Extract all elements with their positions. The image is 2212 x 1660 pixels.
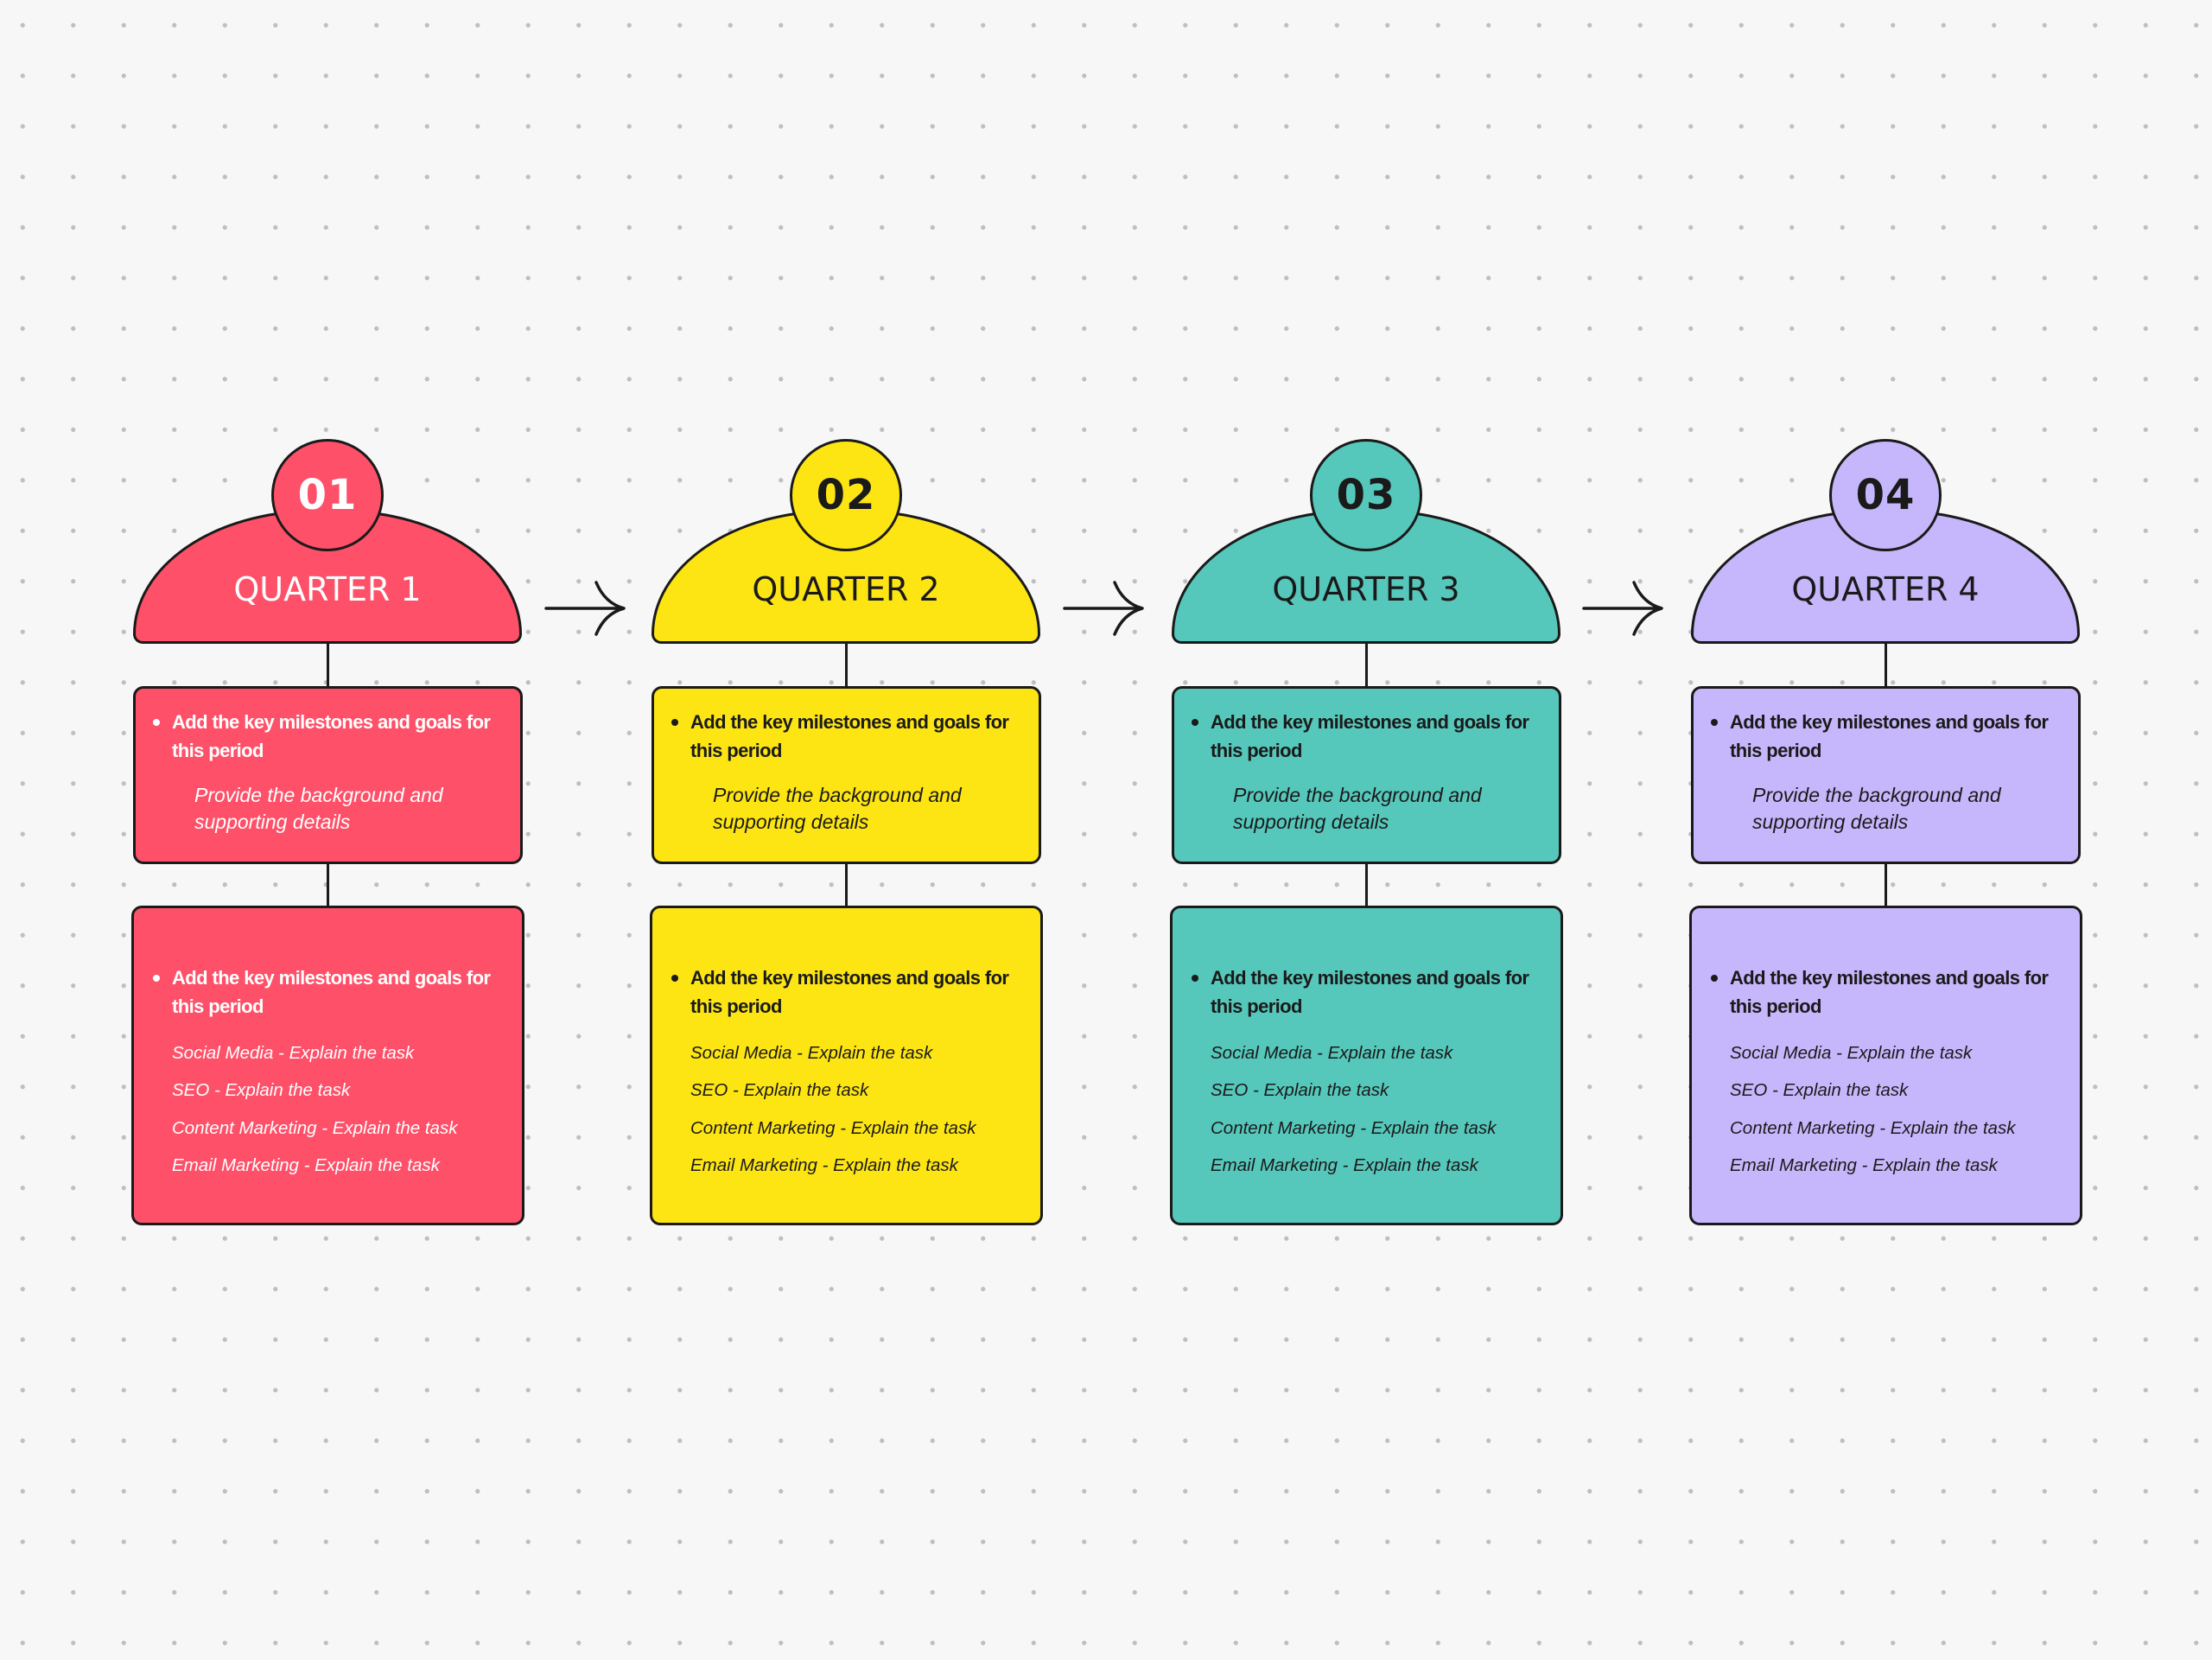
quarter-title: QUARTER 4 (1791, 570, 1980, 608)
task-list: Social Media - Explain the task SEO - Ex… (1730, 1034, 2071, 1184)
milestone-text: Add the key milestones and goals for thi… (690, 967, 1009, 1017)
connector-line (327, 644, 329, 686)
milestone-text: Add the key milestones and goals for thi… (1730, 711, 2049, 761)
quarter-title: QUARTER 1 (233, 570, 422, 608)
bullet-icon (1192, 719, 1198, 726)
task-list: Social Media - Explain the task SEO - Ex… (1211, 1034, 1552, 1184)
task-item: SEO - Explain the task (172, 1080, 351, 1101)
tasks-card: Add the key milestones and goals for thi… (131, 906, 524, 1225)
bullet-icon (153, 975, 160, 982)
task-item: SEO - Explain the task (1730, 1080, 1909, 1101)
detail-text: Provide the background and supporting de… (1233, 784, 1482, 833)
task-item: Email Marketing - Explain the task (1211, 1154, 1478, 1175)
detail-text: Provide the background and supporting de… (713, 784, 962, 833)
right-arrow-icon (544, 581, 626, 636)
detail-text: Provide the background and supporting de… (194, 784, 443, 833)
connector-line (845, 644, 848, 686)
milestone-text: Add the key milestones and goals for thi… (172, 711, 491, 761)
quarter-column-4: 04 QUARTER 4 Add the key milestones and … (1689, 0, 2088, 1660)
connector-line (1365, 864, 1368, 906)
task-item: Social Media - Explain the task (1730, 1043, 1973, 1063)
task-list: Social Media - Explain the task SEO - Ex… (172, 1034, 513, 1184)
milestone-card: Add the key milestones and goals for thi… (133, 686, 523, 864)
quarter-number-badge: 01 (271, 439, 384, 551)
task-item: Email Marketing - Explain the task (1730, 1154, 1998, 1175)
quarter-number-badge: 02 (790, 439, 902, 551)
task-item: Email Marketing - Explain the task (690, 1154, 958, 1175)
connector-line (1885, 864, 1887, 906)
bullet-icon (1711, 975, 1718, 982)
bullet-icon (671, 719, 678, 726)
connector-line (845, 864, 848, 906)
task-item: Social Media - Explain the task (172, 1043, 415, 1063)
quarter-column-3: 03 QUARTER 3 Add the key milestones and … (1170, 0, 1569, 1660)
milestone-card: Add the key milestones and goals for thi… (1691, 686, 2081, 864)
quarter-title: QUARTER 2 (752, 570, 940, 608)
task-item: Content Marketing - Explain the task (1730, 1117, 2016, 1138)
task-item: Social Media - Explain the task (1211, 1043, 1453, 1063)
task-item: Email Marketing - Explain the task (172, 1154, 440, 1175)
connector-line (1365, 644, 1368, 686)
tasks-card: Add the key milestones and goals for thi… (1170, 906, 1563, 1225)
milestone-text: Add the key milestones and goals for thi… (1211, 967, 1529, 1017)
quarter-column-1: 01 QUARTER 1 Add the key milestones and … (131, 0, 531, 1660)
quarter-column-2: 02 QUARTER 2 Add the key milestones and … (650, 0, 1049, 1660)
milestone-card: Add the key milestones and goals for thi… (652, 686, 1041, 864)
connector-line (1885, 644, 1887, 686)
task-item: SEO - Explain the task (1211, 1080, 1389, 1101)
milestone-text: Add the key milestones and goals for thi… (1211, 711, 1529, 761)
quarter-title: QUARTER 3 (1272, 570, 1460, 608)
task-item: Content Marketing - Explain the task (1211, 1117, 1497, 1138)
task-list: Social Media - Explain the task SEO - Ex… (690, 1034, 1032, 1184)
task-item: Social Media - Explain the task (690, 1043, 933, 1063)
quarter-number-badge: 04 (1829, 439, 1942, 551)
bullet-icon (1711, 719, 1718, 726)
milestone-text: Add the key milestones and goals for thi… (1730, 967, 2049, 1017)
task-item: Content Marketing - Explain the task (690, 1117, 976, 1138)
task-item: SEO - Explain the task (690, 1080, 869, 1101)
bullet-icon (671, 975, 678, 982)
bullet-icon (1192, 975, 1198, 982)
milestone-card: Add the key milestones and goals for thi… (1172, 686, 1561, 864)
right-arrow-icon (1063, 581, 1144, 636)
quarter-number-badge: 03 (1310, 439, 1422, 551)
right-arrow-icon (1582, 581, 1663, 636)
tasks-card: Add the key milestones and goals for thi… (1689, 906, 2082, 1225)
tasks-card: Add the key milestones and goals for thi… (650, 906, 1043, 1225)
milestone-text: Add the key milestones and goals for thi… (172, 967, 491, 1017)
task-item: Content Marketing - Explain the task (172, 1117, 458, 1138)
connector-line (327, 864, 329, 906)
milestone-text: Add the key milestones and goals for thi… (690, 711, 1009, 761)
bullet-icon (153, 719, 160, 726)
detail-text: Provide the background and supporting de… (1752, 784, 2001, 833)
